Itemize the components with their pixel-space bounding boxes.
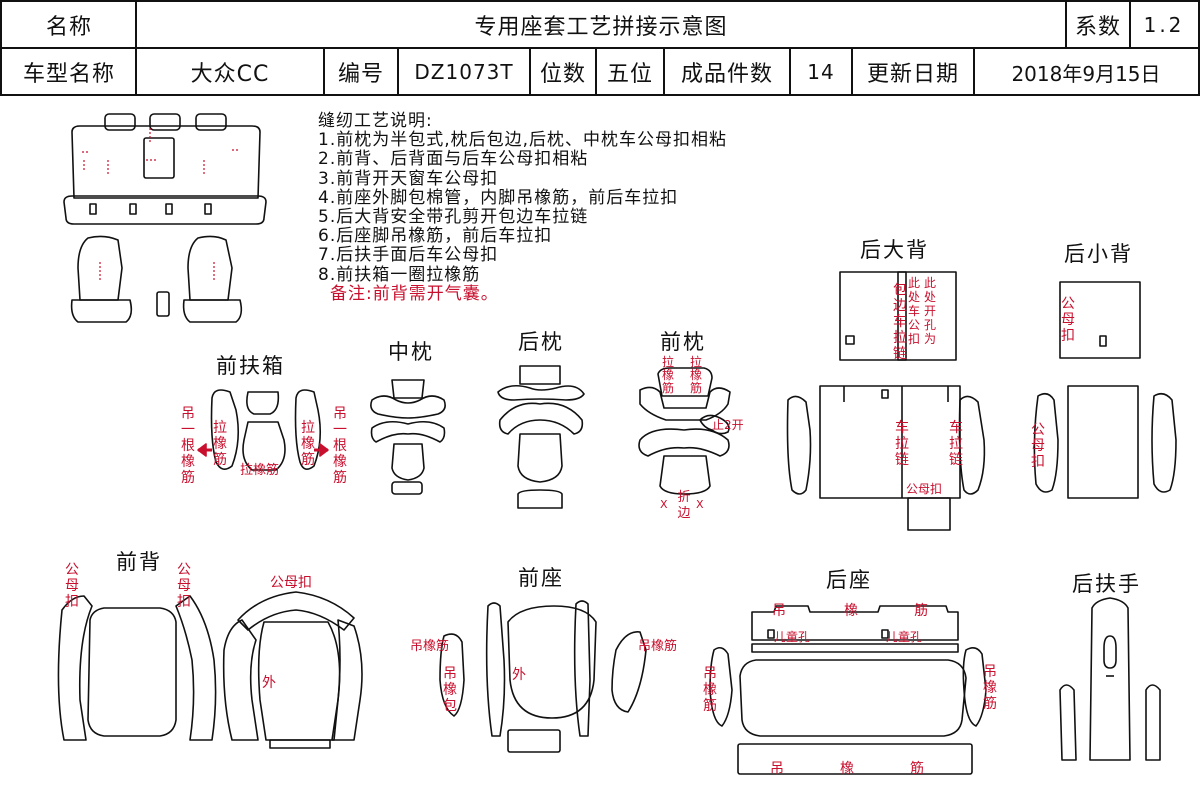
armbox-arrowhead-right xyxy=(319,443,329,457)
part-label-rear-big-back: 后大背 xyxy=(860,238,929,262)
anno-sb-a: 公母扣 xyxy=(1061,296,1075,344)
seat-overview-illustration xyxy=(63,113,267,323)
sewing-notes: 缝纫工艺说明: 1.前枕为半包式,枕后包边,后枕、中枕车公母扣相粘 2.前背、后… xyxy=(318,111,728,304)
anno-rs-bot1: 吊 xyxy=(770,761,784,777)
name-label: 名称 xyxy=(45,15,92,40)
note-line: 4.前座外脚包棉管，内脚吊橡筋，前后车拉扣 xyxy=(318,187,679,208)
note-line: 5.后大背安全带孔剪开包边车拉链 xyxy=(318,207,589,228)
anno-rs-bot2: 橡 xyxy=(840,761,854,777)
front-armbox-pattern xyxy=(210,389,322,471)
notes-heading: 缝纫工艺说明: xyxy=(318,111,433,131)
page-title: 专用座套工艺拼接示意图 xyxy=(474,15,728,40)
note-line: 6.后座脚吊橡筋，前后车拉扣 xyxy=(318,226,553,247)
date-value: 2018年9月15日 xyxy=(1011,61,1161,86)
rear-seat-pattern xyxy=(709,605,987,775)
anno-fs-hang-r: 吊橡筋 xyxy=(638,639,678,654)
rear-headrest-pattern xyxy=(497,365,585,509)
anno-bb-zip-r: 车拉链 xyxy=(949,420,963,468)
armbox-arrowhead-left xyxy=(197,443,207,457)
part-label-mid-headrest: 中枕 xyxy=(388,340,434,364)
anno-bb-male: 公母扣 xyxy=(906,482,943,496)
part-label-front-headrest: 前枕 xyxy=(660,330,706,354)
anno-fb-top: 公母扣 xyxy=(270,575,312,591)
anno-fs-out: 外 xyxy=(512,667,526,683)
anno-fh-fold: 折边 xyxy=(677,490,691,521)
code-value: DZ1073T xyxy=(414,60,514,84)
part-label-rear-headrest: 后枕 xyxy=(518,330,564,354)
part-label-rear-armrest: 后扶手 xyxy=(1072,572,1141,596)
anno-fh-x2: X xyxy=(696,498,704,511)
front-seat-pattern xyxy=(439,600,647,753)
pieces-value: 14 xyxy=(807,60,835,84)
anno-rs-side-r: 吊橡筋 xyxy=(983,664,997,712)
anno-armbox-pull-left: 拉橡筋 xyxy=(213,420,227,468)
anno-rs-child-r: 儿童孔 xyxy=(886,630,923,644)
anno-fs-hang-v: 吊橡包 xyxy=(443,666,457,714)
anno-armbox-pull-bottom: 拉橡筋 xyxy=(240,463,280,478)
anno-fb-l: 公母扣 xyxy=(65,562,79,610)
anno-rs-child-l: 儿童孔 xyxy=(774,630,811,644)
part-label-front-back: 前背 xyxy=(116,550,162,574)
date-label: 更新日期 xyxy=(866,62,959,87)
anno-rs-bot3: 筋 xyxy=(910,761,924,777)
notes-remark: 备注:前背需开气囊。 xyxy=(330,283,499,304)
part-label-rear-small-back: 后小背 xyxy=(1064,242,1133,266)
anno-fh-open: 止2开 xyxy=(712,418,744,432)
rear-armrest-pattern xyxy=(1059,597,1161,761)
anno-armbox-pull-right: 拉橡筋 xyxy=(301,420,315,468)
anno-fh-x1: X xyxy=(660,498,668,511)
anno-bb-here-a: 此处车公扣 xyxy=(907,276,920,346)
seats-label: 位数 xyxy=(539,62,586,87)
anno-rs-top3: 筋 xyxy=(914,603,928,619)
anno-bb-here-b: 此处开孔为 xyxy=(923,276,936,346)
front-headrest-pattern xyxy=(638,367,731,495)
note-line: 3.前背开天窗车公母扣 xyxy=(318,168,499,189)
anno-rs-top1: 吊 xyxy=(772,603,786,619)
anno-armbox-right: 吊一根橡筋 xyxy=(333,406,347,486)
code-label: 编号 xyxy=(337,62,384,87)
rear-big-back-pattern xyxy=(786,271,986,531)
part-label-front-armbox: 前扶箱 xyxy=(216,354,285,378)
anno-sb-b: 公母扣 xyxy=(1031,422,1045,470)
note-line: 7.后扶手面后车公母扣 xyxy=(318,245,499,266)
anno-fs-hang-l: 吊橡筋 xyxy=(410,639,450,654)
model-value: 大众CC xyxy=(190,62,270,87)
part-label-rear-seat: 后座 xyxy=(826,568,872,592)
coef-label: 系数 xyxy=(1074,15,1121,40)
anno-fh-pull-a: 拉橡筋 xyxy=(661,355,674,395)
anno-rs-side-l: 吊橡筋 xyxy=(703,666,717,714)
anno-bb-zip-l: 车拉链 xyxy=(895,420,909,468)
rear-small-back-pattern xyxy=(1033,281,1177,499)
front-back-pattern xyxy=(57,591,363,749)
mid-headrest-pattern xyxy=(370,379,446,495)
coef-value: 1.2 xyxy=(1143,13,1185,37)
model-label: 车型名称 xyxy=(22,62,115,87)
anno-fh-pull-b: 拉橡筋 xyxy=(689,355,702,395)
anno-armbox-left: 吊一根橡筋 xyxy=(181,406,195,486)
anno-rs-top2: 橡 xyxy=(844,603,858,619)
anno-fb-out: 外 xyxy=(262,675,276,691)
seat-overview-red-dots xyxy=(82,128,240,282)
part-label-front-seat: 前座 xyxy=(518,566,564,590)
header-table-grid xyxy=(0,0,1200,96)
pieces-label: 成品件数 xyxy=(680,62,773,87)
note-line: 1.前枕为半包式,枕后包边,后枕、中枕车公母扣相粘 xyxy=(318,130,728,151)
seats-value: 五位 xyxy=(606,62,653,87)
note-line: 8.前扶箱一圈拉橡筋 xyxy=(318,264,481,285)
anno-bb-edge: 包边车拉链 xyxy=(893,282,907,362)
note-line: 2.前背、后背面与后车公母扣相粘 xyxy=(318,149,589,170)
anno-fb-r: 公母扣 xyxy=(177,562,191,610)
